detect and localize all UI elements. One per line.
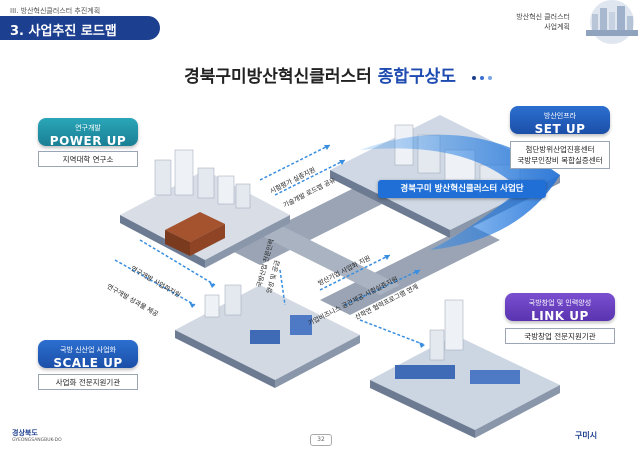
- section-label: III. 방산혁신클러스터 추진계획: [10, 7, 101, 15]
- decorative-dots: [472, 76, 492, 80]
- gyeongbuk-logo-text: 경상북도: [12, 429, 38, 437]
- header-right-line2: 사업계획: [544, 23, 570, 31]
- main-title-highlight: 종합구상도: [377, 67, 456, 87]
- set-up-small: 방산인프라: [543, 112, 577, 120]
- set-up-big: SET UP: [534, 122, 586, 136]
- power-up-box: 연구개발 POWER UP: [38, 118, 138, 148]
- link-up-box: 국방창업 및 인력양성 LINK UP: [505, 293, 615, 323]
- power-up-small: 연구개발: [75, 124, 101, 132]
- set-up-desc: 첨단방위산업진흥센터 국방무인장비 복합실증센터: [510, 141, 610, 169]
- set-up-desc-line2: 국방무인장비 복합실증센터: [517, 156, 603, 165]
- power-up-big: POWER UP: [49, 134, 127, 148]
- corner-city-illustration: [586, 0, 638, 44]
- link-up-desc: 국방창업 전문지원기관: [505, 328, 615, 344]
- gyeongbuk-logo-en: GYEONGSANGBUK-DO: [12, 438, 62, 443]
- main-title: 경북구미방산혁신클러스터 종합구상도: [0, 62, 640, 87]
- title-bar: [0, 16, 160, 40]
- set-up-desc-line1: 첨단방위산업진흥센터: [525, 145, 595, 154]
- header-right: 방산혁신 클러스터 사업계획: [470, 12, 570, 32]
- power-up-desc: 지역대학 연구소: [38, 151, 138, 167]
- main-title-text: 경북구미방산혁신클러스터: [184, 67, 378, 87]
- scale-up-big: SCALE UP: [53, 356, 123, 370]
- scale-up-box: 국방 신산업 사업화 SCALE UP: [38, 340, 138, 370]
- gumi-logo: 구미시: [575, 431, 598, 440]
- page-title: 3. 사업추진 로드맵: [10, 24, 117, 39]
- set-up-box: 방산인프라 SET UP: [510, 106, 610, 136]
- scale-up-small: 국방 신산업 사업화: [60, 346, 116, 354]
- scale-up-desc: 사업화 전문지원기관: [38, 374, 138, 390]
- header-right-line1: 방산혁신 클러스터: [516, 13, 570, 21]
- gyeongbuk-logo: 경상북도 GYEONGSANGBUK-DO: [12, 428, 62, 443]
- link-up-small: 국방창업 및 인력양성: [528, 299, 592, 307]
- page-number: 32: [310, 434, 332, 446]
- link-up-big: LINK UP: [531, 309, 589, 323]
- cluster-label: 경북구미 방산혁신클러스터 사업단: [378, 180, 546, 198]
